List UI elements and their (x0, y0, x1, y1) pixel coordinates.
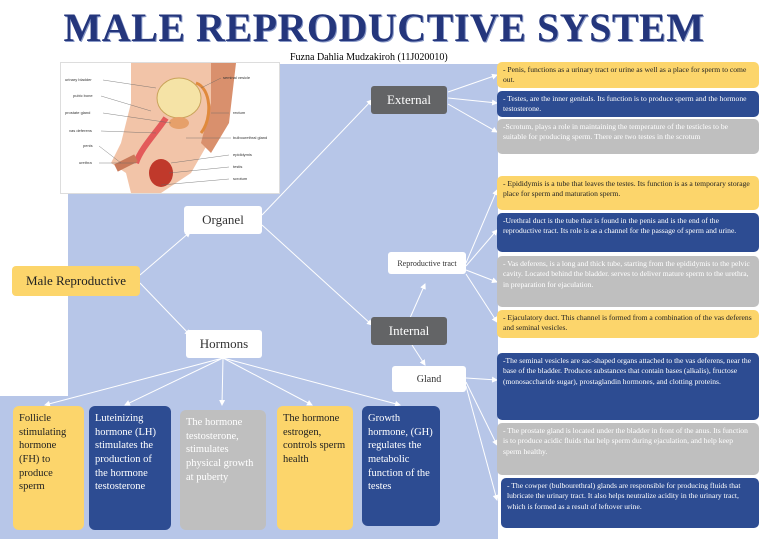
external-scrotum: -Scrotum, plays a role in maintaining th… (497, 119, 759, 154)
external-penis: - Penis, functions as a urinary tract or… (497, 62, 759, 88)
label-penis: penis (83, 143, 93, 148)
external-testes: - Testes, are the inner genitals. Its fu… (497, 91, 759, 117)
node-hormons: Hormons (186, 330, 262, 358)
tract-epididymis: - Epididymis is a tube that leaves the t… (497, 176, 759, 210)
label-scrotum: scrotum (233, 176, 248, 181)
node-reproductive-tract: Reproductive tract (388, 252, 466, 274)
gland-seminal-vesicles: -The seminal vesicles are sac-shaped org… (497, 353, 759, 420)
label-seminal-vesicle: seminal vesicle (223, 75, 251, 80)
label-prostate-gland: prostate gland (65, 110, 91, 115)
label-testis: testis (233, 164, 243, 169)
anatomy-drawing (98, 63, 236, 193)
label-epididymis: epididymis (233, 152, 252, 157)
page-title: MALE REPRODUCTIVE SYSTEM (63, 5, 705, 50)
hormone-lh: Luteinizing hormone (LH) stimulates the … (89, 406, 171, 530)
label-pubic-bone: pubic bone (73, 93, 93, 98)
root-male-reproductive: Male Reproductive (12, 266, 140, 296)
hormone-estrogen: The hormone estrogen, controls sperm hea… (277, 406, 353, 530)
label-bulbourethral-gland: bulbourethral gland (233, 135, 268, 140)
node-internal: Internal (371, 317, 447, 345)
gland-cowper: - The cowper (bulbourethral) glands are … (501, 478, 759, 528)
tract-urethral-duct: -Urethral duct is the tube that is found… (497, 213, 759, 252)
hormone-fsh: Follicle stimulating hormone (FH) to pro… (13, 406, 84, 530)
label-rectum: rectum (233, 110, 246, 115)
hormone-growth: Growth hormone, (GH) regulates the metab… (362, 406, 440, 526)
tract-ejaculatory-duct: - Ejaculatory duct. This channel is form… (497, 310, 759, 338)
label-vas-deferens: vas deferens (69, 128, 92, 133)
gland-prostate: - The prostate gland is located under th… (497, 423, 759, 475)
label-urethra: urethra (79, 160, 92, 165)
label-urinary-bladder: urinary bladder (65, 77, 92, 82)
tract-vas-deferens: - Vas deferens, is a long and thick tube… (497, 256, 759, 307)
hormone-testosterone: The hormone testosterone, stimulates phy… (180, 410, 266, 530)
node-organel: Organel (184, 206, 262, 234)
author-name: Fuzna Dahlia Mudzakiroh (11J020010) (290, 52, 448, 63)
node-external: External (371, 86, 447, 114)
anatomy-illustration: urinary bladder pubic bone prostate glan… (60, 62, 280, 194)
node-gland: Gland (392, 366, 466, 392)
